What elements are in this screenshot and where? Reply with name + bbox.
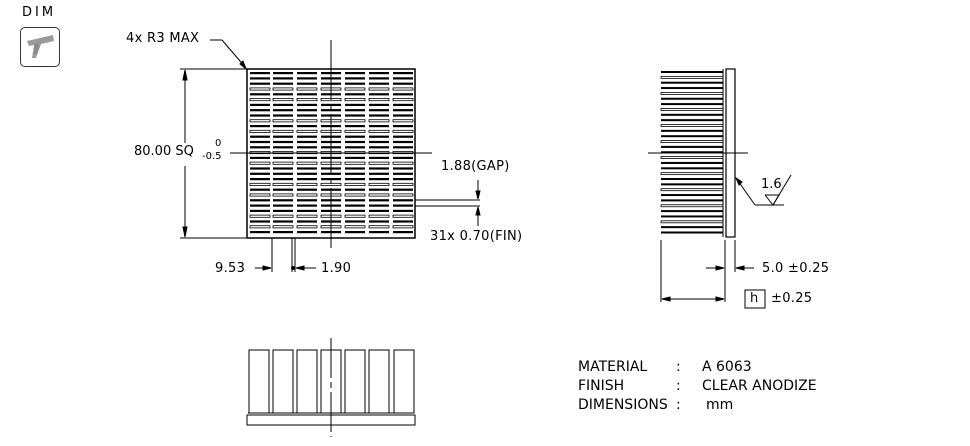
spec-value: CLEAR ANODIZE [702,378,817,394]
top-view-heatsink [230,40,432,250]
tolerance-lower: -0.5 [202,151,222,162]
surface-finish-symbol [734,174,792,206]
corner-radius-note: 4x R3 MAX [126,31,200,46]
pitch-label: 1.90 [321,261,352,276]
gap-fin-dimension [415,180,481,226]
gap-label: 1.88(GAP) [441,159,510,174]
side-dimensions [660,240,766,309]
offset-label: 9.53 [215,261,246,276]
spec-row-material: MATERIAL : A 6063 [578,358,817,377]
surface-finish-value: 1.6 [761,177,782,192]
square-size-label: 80.00 SQ [134,144,194,159]
spec-colon: : [676,397,681,413]
dim-tool-button[interactable] [20,27,60,67]
spec-key: FINISH [578,378,625,394]
corner-radius-leader [210,39,248,71]
fin-label: 31x 0.70(FIN) [430,229,523,244]
square-size-dimension [180,68,246,239]
pitch-dimension [255,238,316,272]
spec-row-finish: FINISH : CLEAR ANODIZE [578,377,817,396]
front-view-heatsink [246,338,416,437]
spec-colon: : [676,378,681,394]
spec-value: mm [706,397,734,413]
base-thickness-label: 5.0 ±0.25 [762,261,830,276]
tolerance-upper: 0 [215,138,222,149]
spec-key: MATERIAL [578,359,648,375]
side-view-heatsink [648,68,748,238]
height-symbol: h [750,291,759,306]
spec-value: A 6063 [702,359,752,375]
square-size-value: 80.00 SQ [134,144,194,159]
spec-key: DIMENSIONS [578,397,668,413]
height-tolerance: ±0.25 [771,291,813,306]
dim-label: DIM [22,5,57,20]
spec-colon: : [676,359,681,375]
spec-table: MATERIAL : A 6063 FINISH : CLEAR ANODIZE… [578,358,817,415]
caliper-icon [27,35,54,58]
spec-row-dimensions: DIMENSIONS : mm [578,396,817,415]
